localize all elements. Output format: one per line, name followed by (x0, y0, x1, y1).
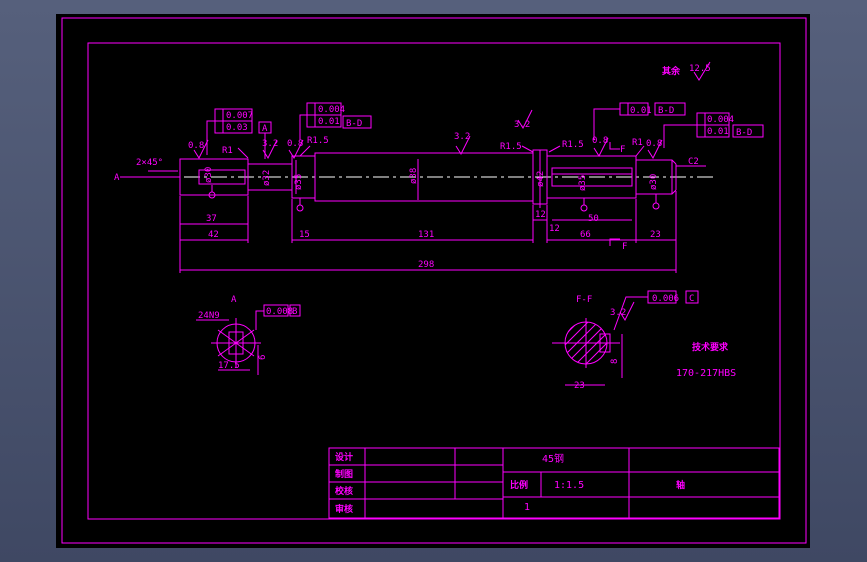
dimensions: 37 42 15 131 12 12 50 66 23 298 (179, 191, 677, 273)
gdt-value: 0.01 (318, 117, 340, 127)
ra-label: 0.8 (287, 139, 303, 149)
chamfer-right: C2 (688, 157, 699, 167)
dim-label: 50 (588, 214, 599, 224)
dia-label: ø30 (204, 167, 214, 183)
gdt-value: 0.004 (318, 105, 345, 115)
fillet-r15-right: R1.5 (562, 140, 584, 150)
dia-label: ø38 (409, 168, 419, 184)
drawing-sheet (56, 14, 810, 548)
dim-label: 37 (206, 214, 217, 224)
dim-label: 15 (299, 230, 310, 240)
section-a-width: 17.5 (218, 361, 240, 371)
tb-material: 45钢 (542, 452, 564, 465)
section-f-ra: 3.2 (610, 308, 626, 318)
tb-designer: 设计 (335, 451, 353, 463)
tb-approver: 审核 (335, 503, 353, 515)
ra-other: 12.5 (689, 64, 711, 74)
fillet-r15-left: R1.5 (307, 136, 329, 146)
roughness-other-label: 其余 (662, 65, 681, 77)
tech-title: 技术要求 (692, 341, 729, 353)
hardness-note: 170-217HBS (676, 368, 736, 379)
gdt-datum: B-D (736, 128, 752, 138)
section-a-view: A 24N9 0.008 B 17.5 6 (196, 295, 301, 375)
gdt-frame-top-right-2: 0.004 0.01 B-D (663, 112, 764, 148)
section-marker-bottom: F (622, 242, 627, 252)
section-f-width: 23 (574, 381, 585, 391)
datum-a-label: A (262, 124, 268, 134)
dim-label: 42 (208, 230, 219, 240)
section-f-depth: 8 (610, 359, 620, 364)
section-a-keyway: 24N9 (198, 311, 220, 321)
section-f-label: F-F (576, 295, 592, 305)
gdt-datum: B-D (658, 106, 674, 116)
fillet-r15-mid: R1.5 (500, 142, 522, 152)
gdt-value: 0.007 (226, 111, 253, 121)
section-f-datum: C (689, 294, 694, 304)
ra-label: 0.8 (188, 141, 204, 151)
ra-label: 3.2 (514, 120, 530, 130)
gdt-frame-top-right-1: 0.01 B-D (593, 102, 686, 140)
tb-scale-label: 比例 (510, 479, 528, 491)
ra-label: 3.2 (454, 132, 470, 142)
label-a: A (114, 173, 120, 183)
keyway-left (198, 169, 246, 185)
dia-label: ø32 (262, 170, 272, 186)
dim-label: 12 (535, 210, 546, 220)
gdt-frame-top-mid: 0.004 0.01 B-D (299, 102, 372, 140)
dia-label: ø35 (294, 174, 304, 190)
section-a-tol: 0.008 (266, 307, 293, 317)
dia-label: ø30 (649, 174, 659, 190)
tb-checker: 校核 (335, 485, 353, 497)
section-a-datum: B (292, 307, 297, 317)
dia-label: ø35 (578, 175, 588, 191)
keyway-right (551, 167, 633, 187)
ra-label: 0.8 (646, 139, 662, 149)
dim-label: 66 (580, 230, 591, 240)
ra-label: 0.8 (592, 136, 608, 146)
outer-border (61, 17, 807, 544)
tb-drafter: 制图 (335, 468, 353, 480)
tb-scale: 1:1.5 (554, 480, 584, 491)
section-f-tol: 0.006 (652, 294, 679, 304)
roughness-symbols: 0.8 3.2 0.8 3.2 0.8 0.8 3.2 12.5 其余 (188, 61, 711, 160)
chamfer-left: 2×45° (136, 158, 163, 168)
gdt-value: 0.01 (630, 106, 652, 116)
gdt-frame-top-left: 0.007 0.03 (206, 108, 253, 155)
dia-label: ø42 (536, 171, 546, 187)
tb-part-name: 轴 (676, 479, 685, 491)
shaft-main-view: A 2×45° C2 R1 R1.5 R1.5 R1.5 R1 F F A 0.… (114, 61, 764, 273)
gdt-datum: B-D (346, 119, 362, 129)
title-block[interactable]: 设计 制图 校核 审核 45钢 比例 1:1.5 1 轴 (328, 447, 780, 519)
section-a-depth: 6 (258, 355, 268, 360)
inner-frame (87, 42, 781, 520)
gdt-value: 0.01 (707, 127, 729, 137)
dim-label: 131 (418, 230, 434, 240)
dim-label: 12 (549, 224, 560, 234)
gdt-value: 0.03 (226, 123, 248, 133)
ra-label: 3.2 (262, 139, 278, 149)
diameter-labels: ø30 ø32 ø35 ø38 ø42 ø35 ø30 (204, 167, 659, 191)
section-marker-top: F (620, 145, 625, 155)
section-a-label: A (231, 295, 237, 305)
gdt-value: 0.004 (707, 115, 734, 125)
fillet-r1-right: R1 (632, 138, 643, 148)
tb-quantity: 1 (524, 502, 530, 513)
fillet-r1-left: R1 (222, 146, 233, 156)
dim-label-total: 298 (418, 260, 434, 270)
dim-label: 23 (650, 230, 661, 240)
